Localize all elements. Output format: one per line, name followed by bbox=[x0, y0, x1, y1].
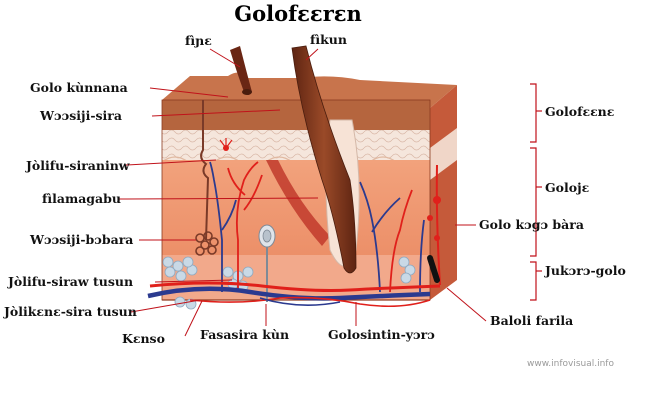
label-golo-kunnana: Golo kùnnana bbox=[30, 80, 128, 95]
hypodermis-layer bbox=[162, 255, 430, 300]
diagram-title: Golofɛɛrɛn bbox=[234, 1, 362, 26]
sweat-gland-coil bbox=[195, 231, 219, 256]
arteries bbox=[227, 161, 413, 293]
veins bbox=[209, 161, 425, 293]
label-jolikene-sira-tusun: Jòlikɛnɛ-sira tusun bbox=[3, 304, 137, 319]
deep-artery bbox=[149, 281, 441, 292]
label-fine: fìɲɛ bbox=[185, 33, 212, 48]
block-outline bbox=[161, 99, 431, 301]
label-layer-jukoro-golo: Jukɔrɔ-golo bbox=[544, 263, 626, 278]
nerve-ending-branches bbox=[219, 138, 233, 149]
label-woosiji-sira: Wɔɔsiji-sira bbox=[39, 108, 122, 123]
hair-muscle-end bbox=[427, 255, 440, 283]
label-jolifu-siraw-tusun: Jòlifu-siraw tusun bbox=[7, 274, 133, 289]
skin-pore bbox=[242, 89, 252, 95]
label-filamagabu: fìlamagabu bbox=[42, 191, 121, 206]
side-vessels bbox=[427, 164, 441, 286]
label-kenso: Kɛnso bbox=[122, 331, 165, 346]
layer-braces bbox=[530, 83, 542, 301]
deep-artery-branch bbox=[189, 296, 431, 308]
skin-block bbox=[161, 45, 457, 310]
sweat-duct bbox=[200, 100, 210, 241]
label-golosintin-yoro: Golosintin-yɔrɔ bbox=[328, 327, 435, 342]
label-layer-golofeene: Golofɛɛnɛ bbox=[545, 104, 614, 119]
watermark: www.infovisual.info bbox=[527, 359, 614, 369]
label-fasasira-kun: Fasasira kùn bbox=[200, 327, 289, 342]
arrector-pili-muscle bbox=[266, 160, 330, 246]
label-layer-goloje: Golojɛ bbox=[545, 180, 589, 195]
deep-vein-branch bbox=[259, 297, 341, 306]
label-baloli-farila: Baloli farila bbox=[490, 313, 573, 328]
pore-hair bbox=[230, 46, 252, 95]
hair-shaft bbox=[291, 45, 357, 274]
deep-vascular-plexus bbox=[147, 281, 441, 308]
label-fikun: fìkun bbox=[310, 32, 347, 47]
epidermis-layer bbox=[162, 100, 430, 130]
leader-lines bbox=[117, 48, 487, 337]
label-golo-kogo-bara: Golo kɔgɔ bàra bbox=[479, 217, 584, 232]
label-jolifu-siraninw: Jòlifu-siraninw bbox=[25, 158, 131, 173]
label-woosiji-bobara: Wɔɔsiji-bɔbara bbox=[29, 232, 133, 247]
